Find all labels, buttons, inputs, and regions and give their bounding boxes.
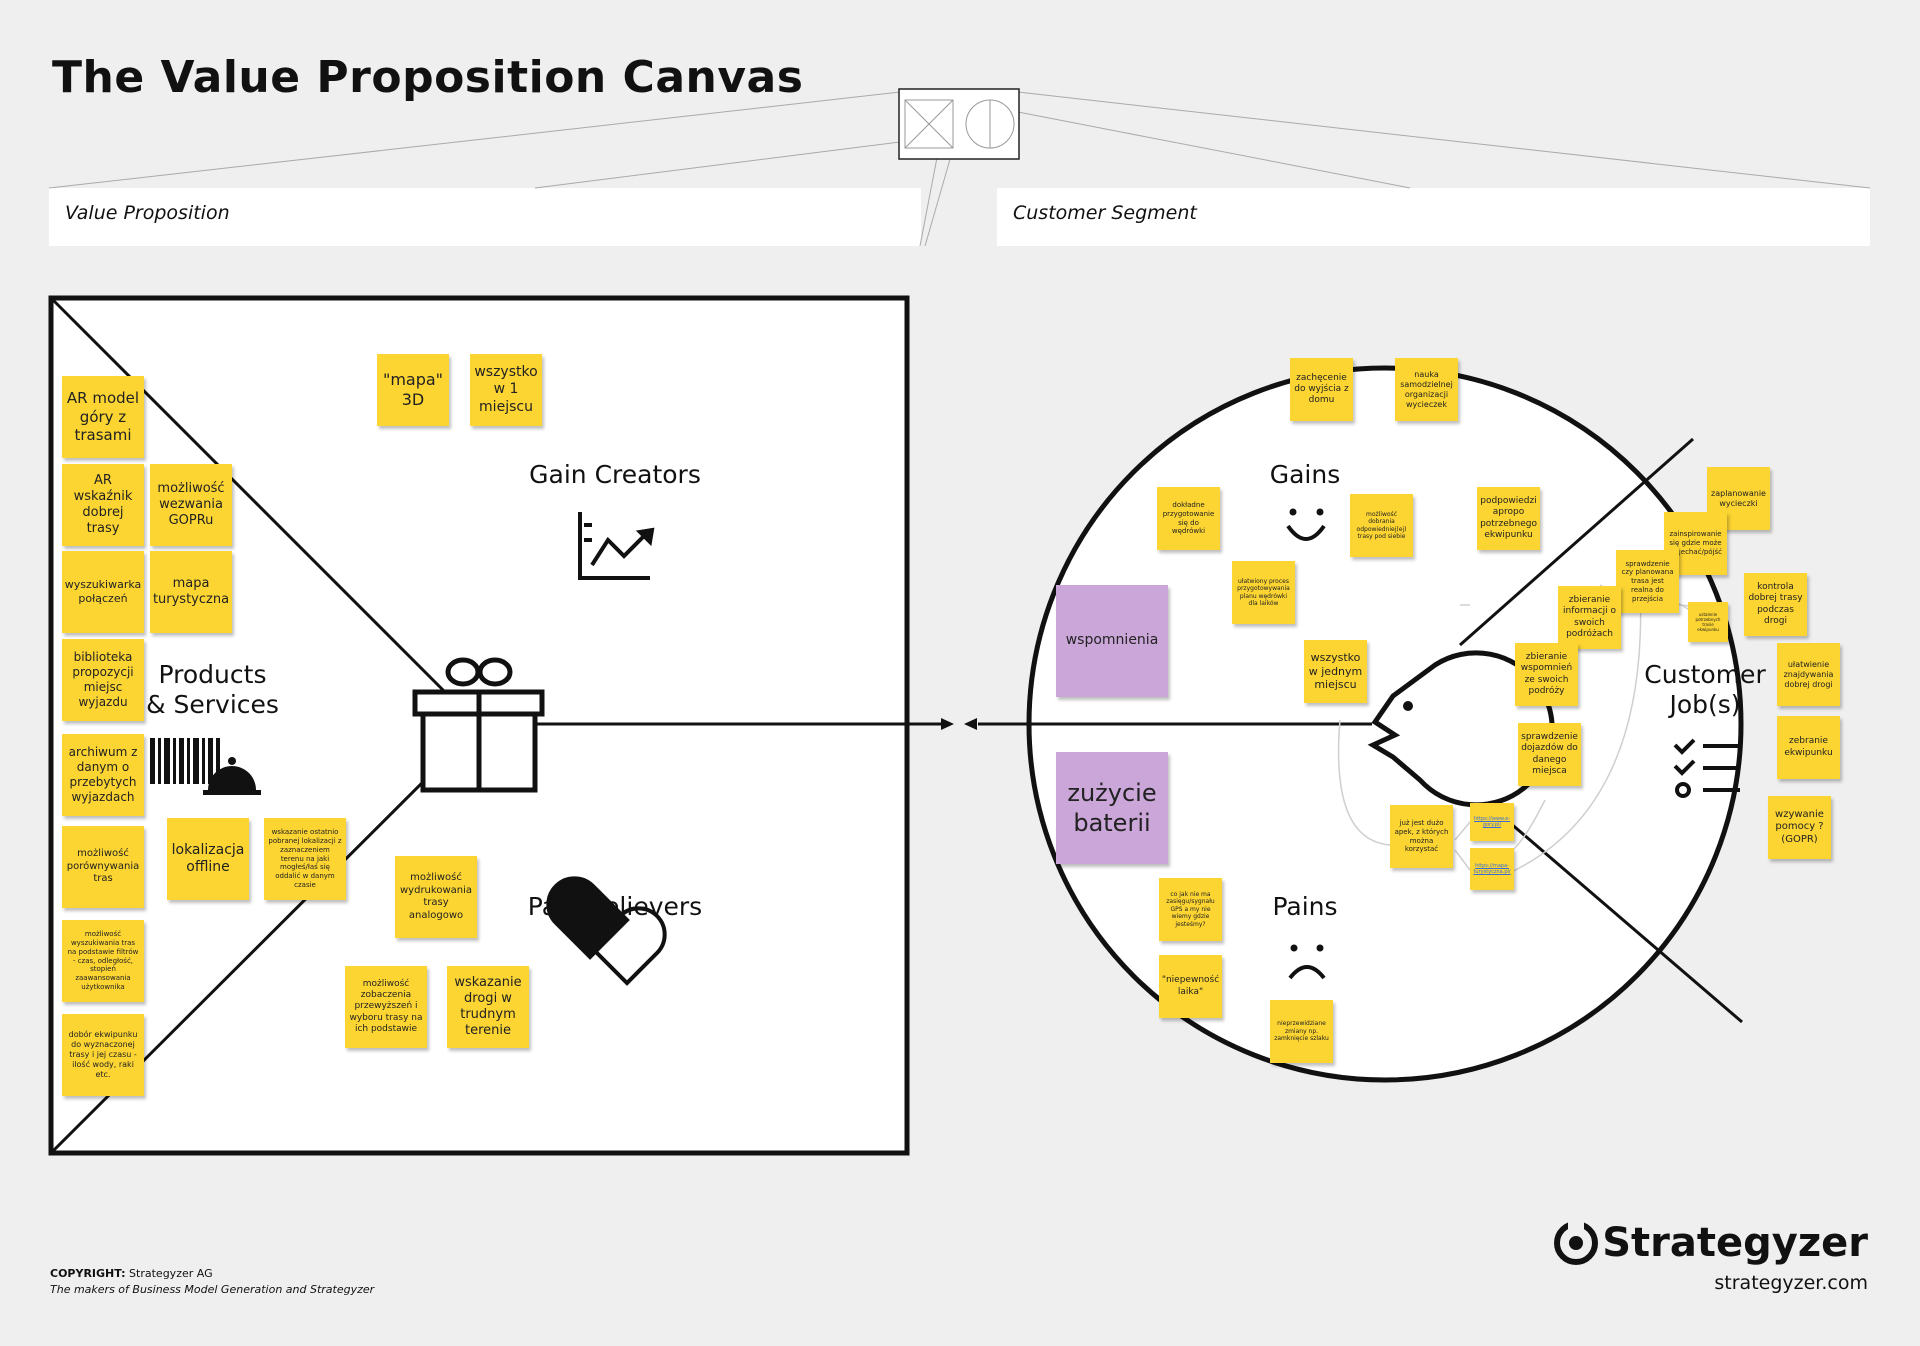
sticky-note[interactable]: AR model góry z trasami [62, 376, 144, 458]
sticky-note[interactable]: wyszukiwarka połączeń [62, 551, 144, 633]
checklist-icon [1673, 738, 1740, 798]
sticky-note[interactable]: wskazanie drogi w trudnym terenie [447, 966, 529, 1048]
customer-jobs-label-1: Customer [1644, 660, 1766, 689]
barcode-icon [150, 738, 220, 784]
sticky-note[interactable]: nauka samodzielnej organizacji wycieczek [1395, 358, 1458, 421]
smiley-icon [1286, 524, 1326, 541]
sticky-note[interactable]: kontrola dobrej trasy podczas drogi [1744, 573, 1807, 636]
sticky-note[interactable]: sprawdzenie dojazdów do danego miejsca [1518, 723, 1581, 786]
sticky-note[interactable]: możliwość zobaczenia przewyższeń i wybor… [345, 966, 427, 1048]
sticky-note[interactable]: zebranie ekwipunku [1777, 716, 1840, 779]
sticky-note[interactable]: możliwość wyszukiwania tras na podstawie… [62, 920, 144, 1002]
gain-creators-label: Gain Creators [529, 460, 701, 489]
sad-face-icon [1288, 965, 1326, 980]
brand-url[interactable]: strategyzer.com [1714, 1272, 1868, 1294]
sticky-note[interactable]: ułatwiony proces przygotowywania planu w… [1232, 561, 1295, 624]
sticky-note[interactable]: wszystko w jednym miejscu [1304, 640, 1367, 703]
sticky-note[interactable]: możliwość dobrania odpowiedniej(ej) tras… [1350, 494, 1413, 557]
link-text[interactable]: https://mapa-turystyczna.pl/ [1473, 862, 1511, 875]
pill-icon [546, 876, 667, 986]
growth-chart-icon [578, 512, 655, 580]
brand-name: Strategyzer [1602, 1220, 1868, 1266]
copyright-label: COPYRIGHT: [50, 1267, 126, 1280]
strategyzer-logo[interactable]: Strategyzer [1554, 1220, 1868, 1266]
copyright: COPYRIGHT: Strategyzer AG [50, 1267, 213, 1280]
page-title: The Value Proposition Canvas [52, 52, 804, 103]
service-bell-icon [203, 757, 261, 795]
sticky-note-purple[interactable]: zużycie baterii [1056, 752, 1168, 864]
products-services-label-1: Products [158, 660, 267, 689]
sticky-note[interactable]: "niepewność laika" [1159, 955, 1222, 1018]
value-proposition-label: Value Proposition [65, 202, 230, 224]
customer-jobs-label-2: Job(s) [1669, 690, 1741, 719]
products-services-label-2: & Services [146, 690, 279, 719]
sticky-note[interactable]: zbieranie wspomnień ze swoich podróży [1515, 643, 1578, 706]
customer-segment-label: Customer Segment [1013, 202, 1197, 224]
mini-canvas-icon [898, 88, 1020, 160]
sticky-note[interactable]: nieprzewidziane zmiany np. zamknięcie sz… [1270, 1000, 1333, 1063]
sticky-note[interactable]: ustalenie potrzebnych trasie ekwipunku [1688, 602, 1728, 642]
sticky-note[interactable]: możliwość wydrukowania trasy analogowo [395, 856, 477, 938]
sticky-note[interactable]: co jak nie ma zasięgu/sygnału GPS a my n… [1159, 878, 1222, 941]
sticky-note[interactable]: lokalizacja offline [167, 818, 249, 900]
sticky-note[interactable]: już jest dużo apek, z których można korz… [1390, 805, 1453, 868]
pains-label: Pains [1272, 892, 1338, 921]
value-proposition-box[interactable]: Value Proposition [49, 188, 921, 246]
sticky-note[interactable]: "mapa" 3D [377, 354, 449, 426]
sticky-note[interactable]: dokładne przygotowanie się do wędrówki [1157, 487, 1220, 550]
sticky-note[interactable]: podpowiedzi apropo potrzebnego ekwipunku [1477, 487, 1540, 550]
sticky-note[interactable]: możliwość wezwania GOPRu [150, 464, 232, 546]
copyright-owner: Strategyzer AG [125, 1267, 213, 1280]
link-note[interactable]: https://mapa-turystyczna.pl/ [1470, 848, 1514, 890]
sticky-note[interactable]: zachęcenie do wyjścia z domu [1290, 358, 1353, 421]
customer-segment-box[interactable]: Customer Segment [997, 188, 1870, 246]
gains-label: Gains [1269, 460, 1341, 489]
sticky-note-purple[interactable]: wspomnienia [1056, 585, 1168, 697]
sticky-note[interactable]: możliwość porównywania tras [62, 826, 144, 908]
tagline: The makers of Business Model Generation … [50, 1283, 375, 1296]
sticky-note[interactable]: sprawdzenie czy planowana trasa jest rea… [1616, 550, 1679, 613]
sticky-note[interactable]: wszystko w 1 miejscu [470, 354, 542, 426]
sticky-note[interactable]: archiwum z danym o przebytych wyjazdach [62, 734, 144, 816]
sticky-note[interactable]: biblioteka propozycji miejsc wyjazdu [62, 639, 144, 721]
sticky-note[interactable]: AR wskaźnik dobrej trasy [62, 464, 144, 546]
sticky-note[interactable]: mapa turystyczna [150, 551, 232, 633]
sticky-note[interactable]: wskazanie ostatnio pobranej lokalizacji … [264, 818, 346, 900]
sticky-note[interactable]: wzywanie pomocy ? (GOPR) [1768, 796, 1831, 859]
strategyzer-logo-icon [1554, 1221, 1599, 1265]
connector-lines [48, 91, 1871, 247]
link-note[interactable]: https://www.e-gory.pl/ [1470, 803, 1514, 841]
pain-relievers-label: Pain Relievers [527, 892, 703, 921]
sticky-note[interactable]: ułatwienie znajdywania dobrej drogi [1777, 643, 1840, 706]
gift-icon [412, 657, 545, 793]
sticky-note[interactable]: zbieranie informacji o swoich podróżach [1558, 586, 1621, 649]
sticky-note[interactable]: dobór ekwipunku do wyznaczonej trasy i j… [62, 1014, 144, 1096]
link-text[interactable]: https://www.e-gory.pl/ [1473, 815, 1511, 828]
